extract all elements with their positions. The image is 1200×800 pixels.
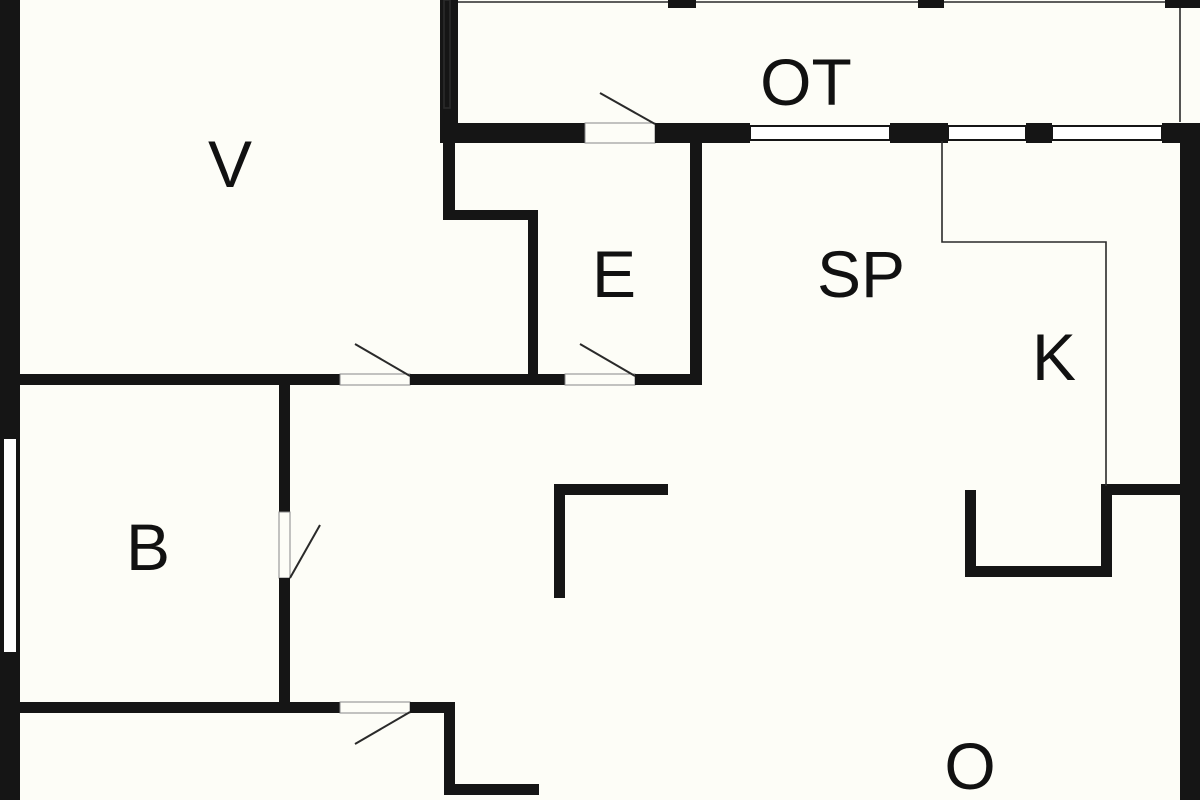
window-left-b — [2, 437, 18, 654]
terrace-outline — [440, 0, 1200, 140]
window-sp-2 — [947, 125, 1027, 141]
door-opening-b — [278, 511, 291, 579]
room-label-k: K — [1032, 320, 1076, 394]
wall-terrace-house — [440, 122, 1200, 144]
room-label-b: B — [126, 510, 170, 584]
window-sp-1 — [749, 125, 891, 141]
door-opening-bottom — [339, 701, 411, 714]
door-opening-terrace — [584, 122, 656, 144]
wall-right — [1180, 125, 1200, 800]
terrace-post-1 — [668, 0, 696, 8]
wall-left — [0, 0, 20, 800]
entry-walls — [443, 140, 702, 384]
terrace-rail-left — [443, 0, 451, 109]
door-swing-bottom — [354, 711, 411, 745]
living-walls — [554, 484, 1183, 598]
door-opening-e — [564, 373, 636, 386]
door-swing-b — [289, 524, 321, 579]
wall-v-hall — [20, 373, 702, 386]
door-swing-v — [354, 343, 411, 377]
room-label-ot: OT — [760, 45, 852, 119]
terrace-post-3 — [1165, 0, 1200, 8]
door-swing-terrace — [599, 92, 656, 125]
terrace-post-2 — [918, 0, 944, 8]
room-label-e: E — [592, 237, 636, 311]
room-labels: V OT E SP K B O — [126, 45, 1076, 800]
room-b-walls — [20, 380, 539, 795]
room-label-sp: SP — [817, 237, 905, 311]
room-label-v: V — [208, 127, 252, 201]
kitchen-counter-outline — [941, 141, 1107, 486]
window-sp-3 — [1051, 125, 1163, 141]
room-label-o: O — [944, 729, 995, 800]
door-opening-v — [339, 373, 411, 386]
door-swing-e — [579, 343, 636, 377]
wall-terrace-left — [440, 0, 458, 140]
